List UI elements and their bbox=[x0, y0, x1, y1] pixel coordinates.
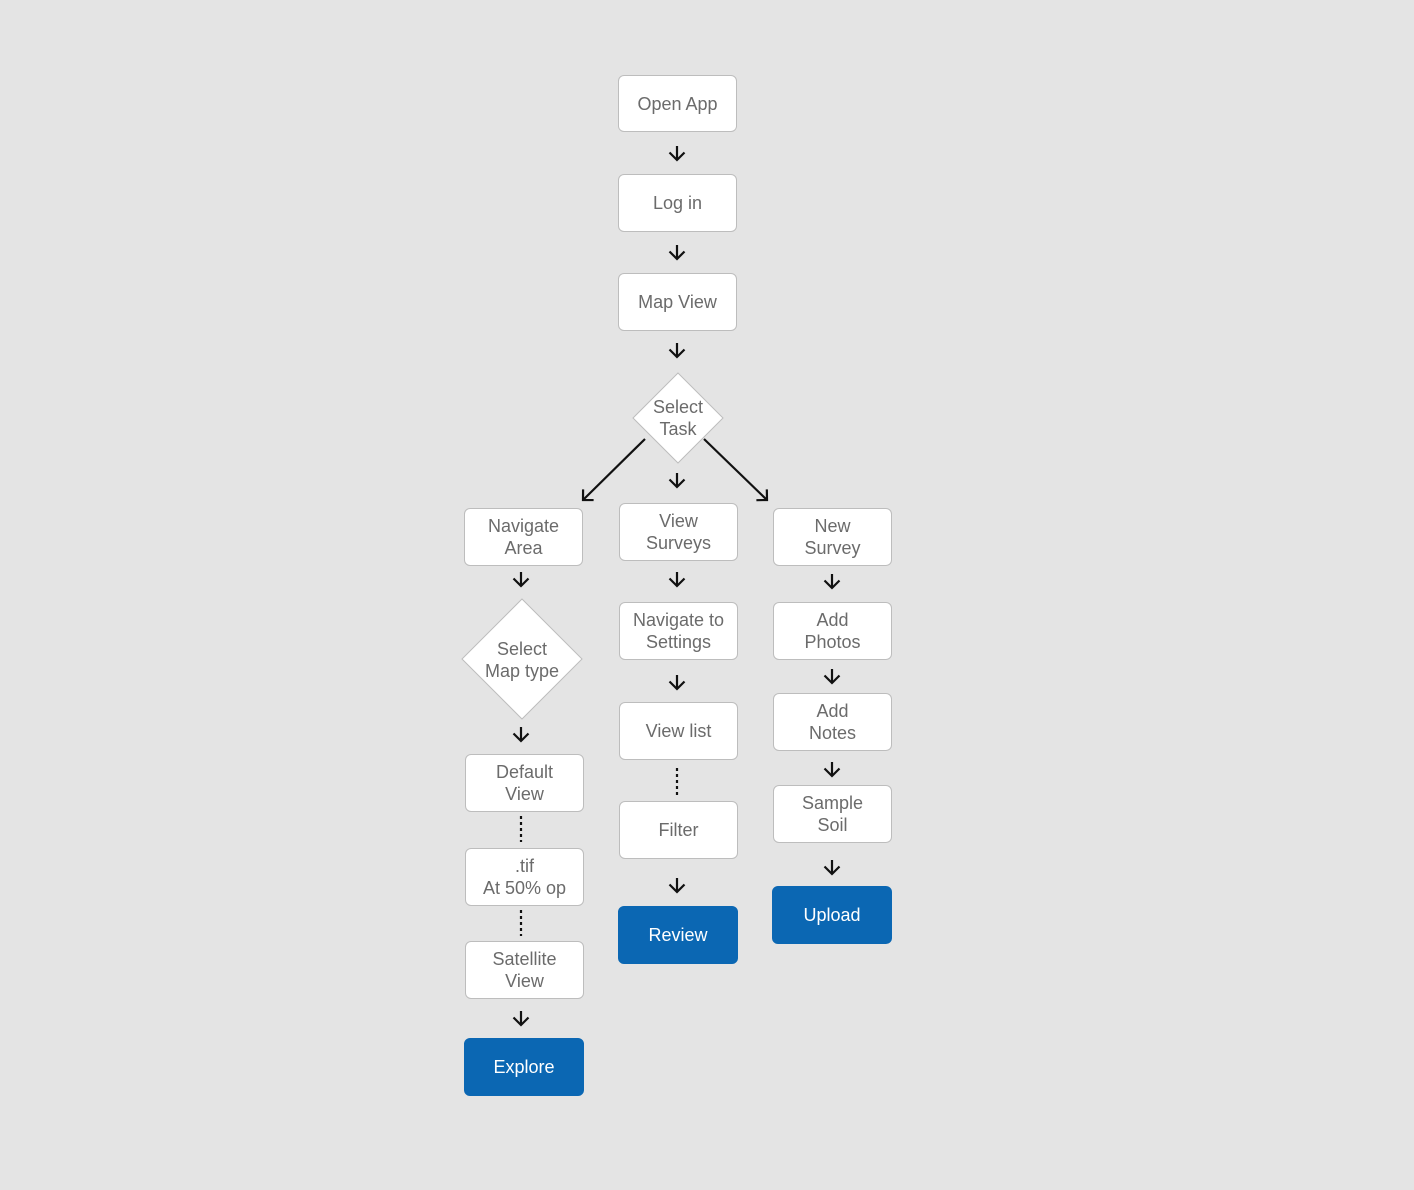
connector-layer bbox=[512, 146, 841, 1027]
node-upload: Upload bbox=[772, 886, 892, 944]
connector-add-photos-to-add-notes bbox=[823, 669, 841, 685]
arrowhead bbox=[668, 680, 686, 691]
connector-select-task-to-view-surveys bbox=[668, 473, 686, 489]
decision-select-map-type-label: Select Map type bbox=[484, 639, 560, 681]
arrowhead bbox=[823, 865, 841, 876]
node-view-surveys: View Surveys bbox=[619, 503, 738, 561]
arrowhead bbox=[668, 151, 686, 162]
node-add-notes: Add Notes bbox=[773, 693, 892, 751]
connector-navigate-settings-to-view-list bbox=[668, 675, 686, 691]
node-explore: Explore bbox=[464, 1038, 584, 1096]
node-review: Review bbox=[618, 906, 738, 964]
node-tif-50: .tif At 50% op bbox=[465, 848, 584, 906]
arrowhead bbox=[823, 674, 841, 685]
node-default-view: Default View bbox=[465, 754, 584, 812]
connector-select-map-type-to-default-view bbox=[512, 727, 530, 743]
arrowhead bbox=[668, 883, 686, 894]
connector-view-surveys-to-navigate-settings bbox=[668, 572, 686, 588]
arrowhead bbox=[668, 348, 686, 359]
connector-map-view-to-select-task bbox=[668, 343, 686, 359]
connector-add-notes-to-sample-soil bbox=[823, 762, 841, 778]
node-add-photos: Add Photos bbox=[773, 602, 892, 660]
arrowhead bbox=[823, 579, 841, 590]
arrowhead bbox=[668, 577, 686, 588]
arrowhead bbox=[668, 250, 686, 261]
connector-filter-to-review bbox=[668, 878, 686, 894]
decision-select-task bbox=[632, 372, 724, 464]
arrowhead bbox=[823, 767, 841, 778]
node-navigate-settings: Navigate to Settings bbox=[619, 602, 738, 660]
connector-select-task-to-new-survey bbox=[703, 438, 769, 502]
node-sample-soil: Sample Soil bbox=[773, 785, 892, 843]
node-view-list: View list bbox=[619, 702, 738, 760]
connector-navigate-area-to-select-map-type bbox=[512, 572, 530, 588]
connector-open-app-to-log-in bbox=[668, 146, 686, 162]
decision-select-task-label: Select Task bbox=[652, 397, 704, 439]
connector-new-survey-to-add-photos bbox=[823, 574, 841, 590]
node-filter: Filter bbox=[619, 801, 738, 859]
connector-sample-soil-to-upload bbox=[823, 860, 841, 876]
connector-select-task-to-navigate-area bbox=[581, 438, 646, 502]
arrowhead bbox=[756, 489, 769, 502]
node-map-view: Map View bbox=[618, 273, 737, 331]
connector-satellite-view-to-explore bbox=[512, 1011, 530, 1027]
arrowhead bbox=[512, 577, 530, 588]
node-satellite-view: Satellite View bbox=[465, 941, 584, 999]
arrowhead bbox=[668, 478, 686, 489]
connector-log-in-to-map-view bbox=[668, 245, 686, 261]
node-new-survey: New Survey bbox=[773, 508, 892, 566]
arrowhead bbox=[581, 489, 594, 502]
decision-select-map-type bbox=[461, 598, 583, 720]
arrowhead bbox=[512, 732, 530, 743]
arrowhead bbox=[512, 1016, 530, 1027]
node-open-app: Open App bbox=[618, 75, 737, 132]
node-navigate-area: Navigate Area bbox=[464, 508, 583, 566]
node-log-in: Log in bbox=[618, 174, 737, 232]
